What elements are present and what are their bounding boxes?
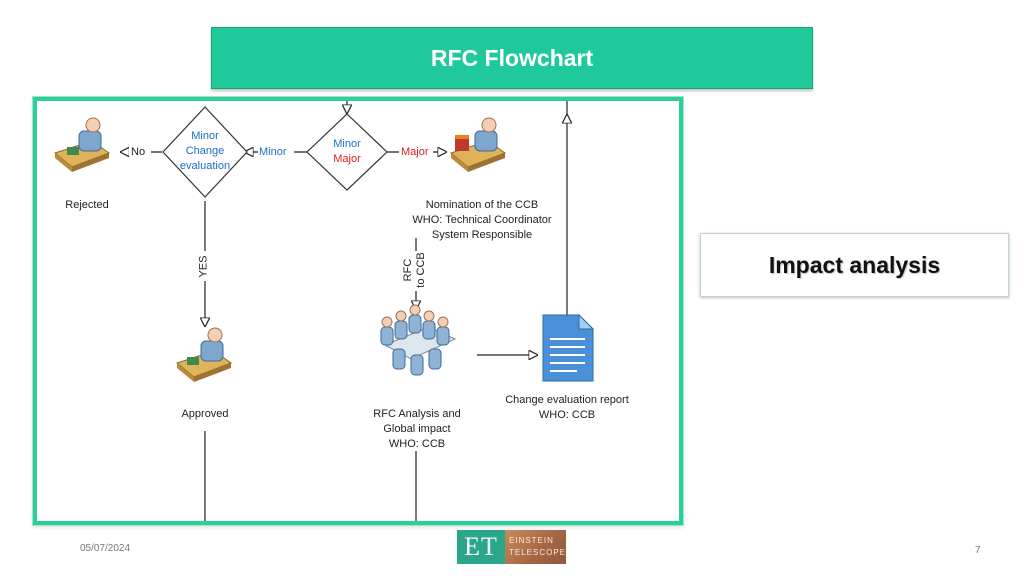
impact-analysis-text: Impact analysis xyxy=(768,251,941,278)
rfc-analysis-line2: Global impact xyxy=(383,423,451,435)
change-report-line2: WHO: CCB xyxy=(538,409,596,421)
edge-rfc-line2: to CCB xyxy=(415,252,427,288)
logo-mark: ET xyxy=(457,530,505,564)
decision-major-text: Major xyxy=(333,153,361,165)
decision-minor-change-line3: evaluation xyxy=(179,160,231,172)
logo-line1: EINSTEIN xyxy=(508,536,554,545)
edge-rfc-line1: RFC xyxy=(402,258,414,282)
decision-minor-change-label: Minor Change evaluation xyxy=(178,129,232,174)
rfc-analysis-line1: RFC Analysis and xyxy=(373,408,461,420)
approved-person-icon xyxy=(175,327,233,382)
change-report-line1: Change evaluation report xyxy=(505,394,629,406)
einstein-telescope-logo: ET EINSTEIN TELESCOPE xyxy=(457,530,566,564)
edge-yes-label: YES xyxy=(197,255,210,278)
change-report-document-icon xyxy=(542,313,595,382)
rejected-label: Rejected xyxy=(65,199,109,211)
edge-no-label: No xyxy=(131,146,146,158)
nomination-line3: System Responsible xyxy=(431,229,533,241)
footer-date: 05/07/2024 xyxy=(80,543,131,554)
decision-minor-major-label: Minor Major xyxy=(323,137,371,167)
edge-major-label: Major xyxy=(401,146,429,158)
flowchart-svg xyxy=(53,101,595,521)
logo-line2: TELESCOPE xyxy=(508,548,566,557)
slide-title: RFC Flowchart xyxy=(430,44,594,71)
rfc-analysis-line3: WHO: CCB xyxy=(388,438,446,450)
nomination-line1: Nomination of the CCB xyxy=(425,199,539,211)
page-number: 7 xyxy=(975,545,981,556)
decision-minor-major xyxy=(306,113,388,191)
rejected-person-icon xyxy=(53,117,111,172)
title-banner: RFC Flowchart xyxy=(211,27,813,89)
logo-words: EINSTEIN TELESCOPE xyxy=(504,530,566,564)
approved-label: Approved xyxy=(181,408,229,420)
rfc-analysis-label: RFC Analysis and Global impact WHO: CCB xyxy=(362,407,472,452)
ccb-meeting-icon xyxy=(380,304,457,376)
change-report-label: Change evaluation report WHO: CCB xyxy=(497,393,637,423)
impact-analysis-box: Impact analysis xyxy=(700,233,1009,297)
nomination-line2: WHO: Technical Coordinator xyxy=(412,214,552,226)
nomination-label: Nomination of the CCB WHO: Technical Coo… xyxy=(402,198,562,243)
decision-minor-text: Minor xyxy=(333,138,361,150)
flowchart-diagram: Minor Change evaluation Minor Major Mino… xyxy=(33,97,683,525)
edge-rfc-to-ccb-label: RFC to CCB xyxy=(402,242,428,298)
edge-minor-label: Minor xyxy=(259,146,287,158)
decision-minor-change-line1: Minor xyxy=(191,130,219,142)
decision-minor-change-line2: Change xyxy=(185,145,225,157)
decision-minor-change xyxy=(162,106,248,198)
nomination-person-icon xyxy=(449,117,507,172)
